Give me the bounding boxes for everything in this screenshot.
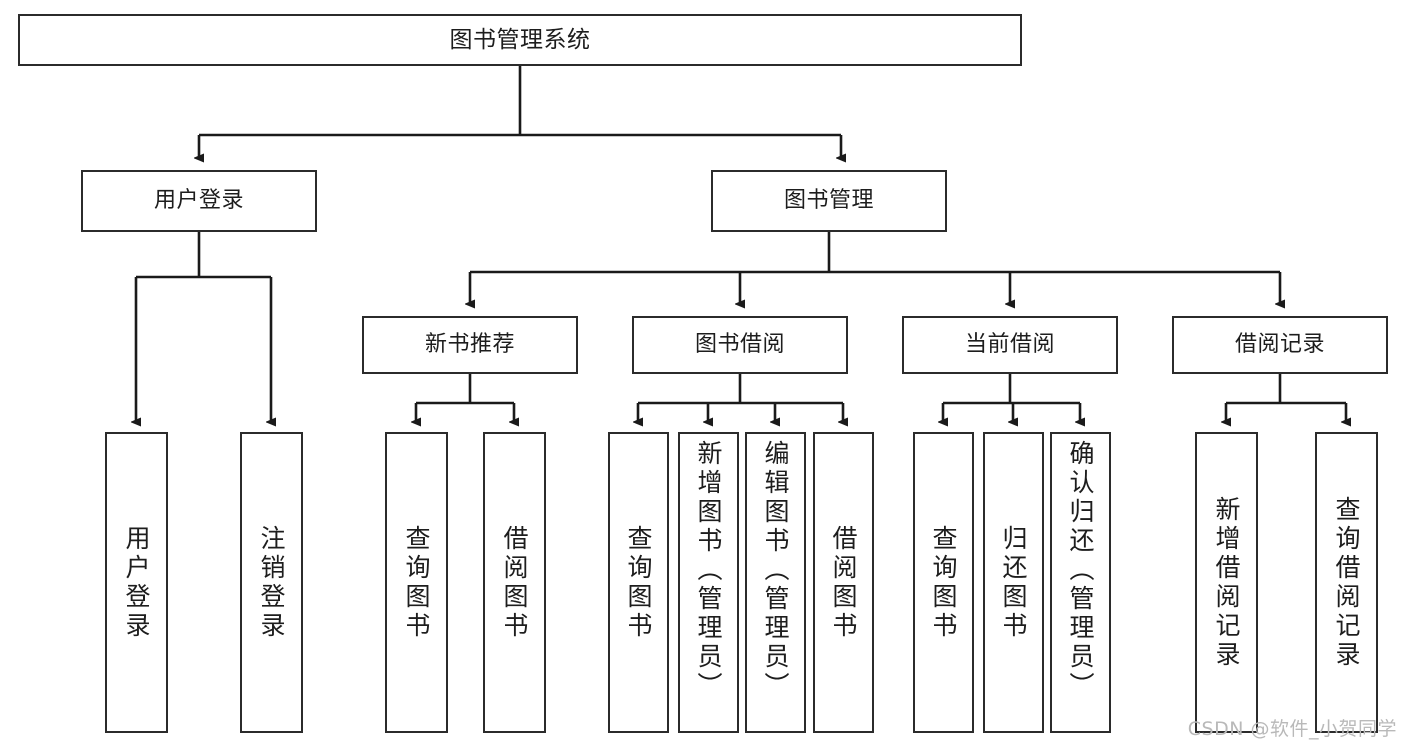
leaf-borrow-book-2[interactable]: 借阅图书 bbox=[813, 432, 874, 733]
leaf-query-book-3[interactable]: 查询图书 bbox=[913, 432, 974, 733]
node-label: 确认归还（管理员） bbox=[1066, 440, 1095, 701]
leaf-query-book-2[interactable]: 查询图书 bbox=[608, 432, 669, 733]
node-label: 查询借阅记录 bbox=[1332, 495, 1361, 670]
node-label: 编辑图书（管理员） bbox=[761, 440, 790, 701]
node-label: 用户登录 bbox=[122, 524, 151, 641]
node-label: 图书管理系统 bbox=[449, 26, 591, 53]
node-root-book-management-system[interactable]: 图书管理系统 bbox=[18, 14, 1022, 66]
leaf-add-record[interactable]: 新增借阅记录 bbox=[1195, 432, 1258, 733]
node-label: 图书管理 bbox=[783, 188, 874, 214]
leaf-borrow-book-1[interactable]: 借阅图书 bbox=[483, 432, 546, 733]
node-current-borrow[interactable]: 当前借阅 bbox=[902, 316, 1118, 374]
node-label: 用户登录 bbox=[153, 188, 244, 214]
leaf-query-book-1[interactable]: 查询图书 bbox=[385, 432, 448, 733]
node-label: 新增借阅记录 bbox=[1212, 495, 1241, 670]
node-user-login[interactable]: 用户登录 bbox=[81, 170, 317, 232]
leaf-confirm-return[interactable]: 确认归还（管理员） bbox=[1050, 432, 1111, 733]
node-label: 查询图书 bbox=[624, 524, 653, 641]
node-label: 图书借阅 bbox=[694, 332, 785, 358]
leaf-add-book[interactable]: 新增图书（管理员） bbox=[678, 432, 739, 733]
node-label: 注销登录 bbox=[257, 524, 286, 641]
node-label: 查询图书 bbox=[402, 524, 431, 641]
node-label: 借阅图书 bbox=[500, 524, 529, 641]
node-borrow-record[interactable]: 借阅记录 bbox=[1172, 316, 1388, 374]
node-new-book-recommend[interactable]: 新书推荐 bbox=[362, 316, 578, 374]
node-label: 新增图书（管理员） bbox=[694, 440, 723, 701]
node-book-borrow[interactable]: 图书借阅 bbox=[632, 316, 848, 374]
leaf-return-book[interactable]: 归还图书 bbox=[983, 432, 1044, 733]
node-label: 归还图书 bbox=[999, 524, 1028, 641]
leaf-query-record[interactable]: 查询借阅记录 bbox=[1315, 432, 1378, 733]
leaf-edit-book[interactable]: 编辑图书（管理员） bbox=[745, 432, 806, 733]
node-label: 借阅图书 bbox=[829, 524, 858, 641]
node-label: 当前借阅 bbox=[964, 332, 1055, 358]
node-book-manage[interactable]: 图书管理 bbox=[711, 170, 947, 232]
leaf-user-logout[interactable]: 注销登录 bbox=[240, 432, 303, 733]
node-label: 借阅记录 bbox=[1234, 332, 1325, 358]
csdn-watermark: CSDN @软件_小贺同学 bbox=[1187, 718, 1397, 740]
node-label: 新书推荐 bbox=[424, 332, 515, 358]
leaf-user-login[interactable]: 用户登录 bbox=[105, 432, 168, 733]
node-label: 查询图书 bbox=[929, 524, 958, 641]
